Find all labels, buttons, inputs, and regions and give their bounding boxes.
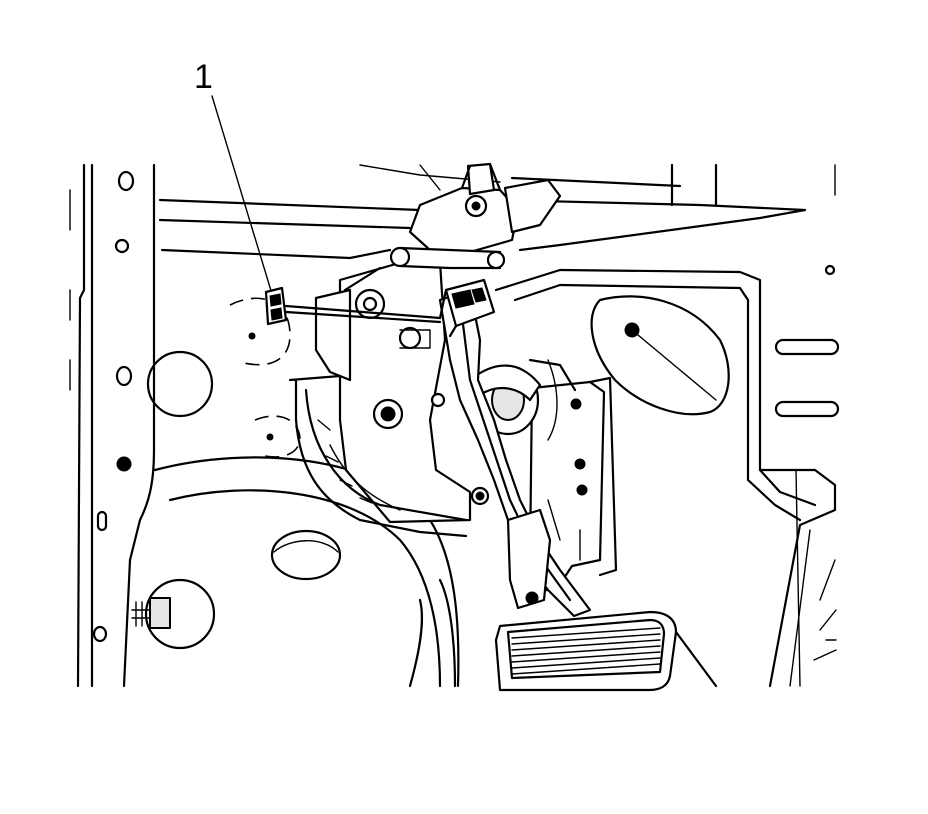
pedal-pad <box>494 610 718 692</box>
pedal-position-sensor <box>438 278 496 338</box>
callout-1-label: 1 <box>194 58 213 96</box>
pedal-arm <box>438 288 592 618</box>
pedal-bracket-assembly <box>288 162 618 592</box>
accelerator-pedal-position-sensor-connector <box>264 286 442 326</box>
vehicle-structure <box>69 163 840 688</box>
lower-right-details <box>795 469 837 687</box>
callout-1-leader <box>211 95 273 295</box>
